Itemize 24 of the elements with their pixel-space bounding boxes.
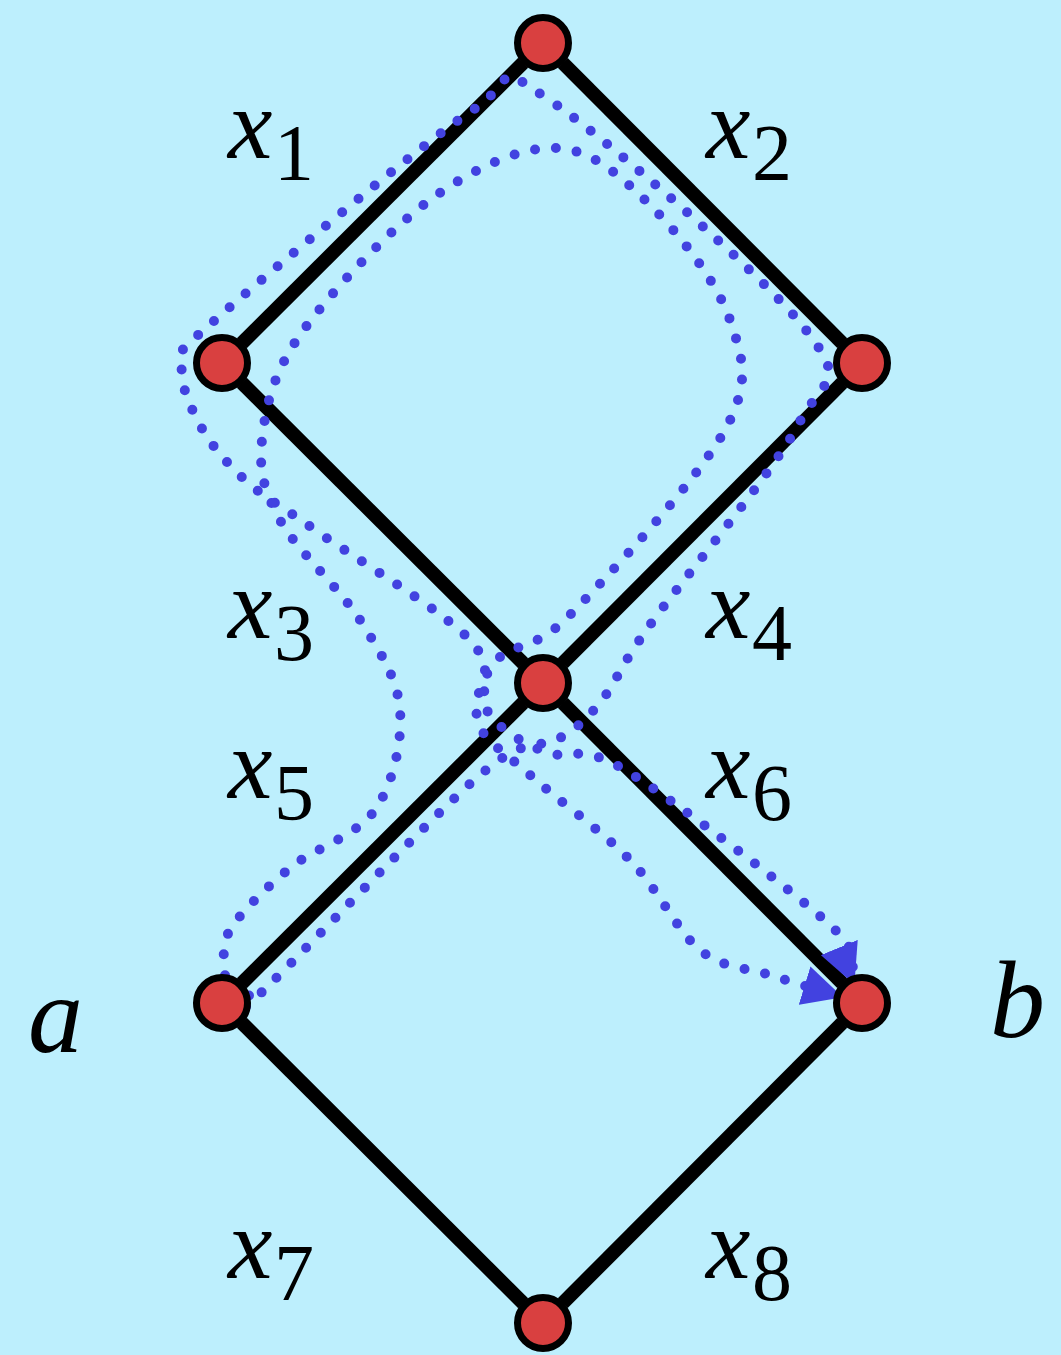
- edge-label: x$_{2}$: [706, 75, 792, 194]
- graph-edge: [236, 57, 529, 349]
- edge-label: x$_{6}$: [706, 715, 792, 834]
- vertex-circle: [833, 334, 891, 392]
- edge-label: x$_{1}$: [228, 75, 314, 194]
- edge-label: x$_{3}$: [228, 555, 314, 674]
- graph-edge: [557, 377, 848, 669]
- graph-edge: [236, 377, 529, 669]
- graph-edge: [236, 1017, 529, 1309]
- vertex-circle: [193, 334, 251, 392]
- edge-label: x$_{5}$: [228, 715, 314, 834]
- vertex-circle: [833, 974, 891, 1032]
- vertex-circle: [514, 14, 572, 72]
- vertex-circle: [514, 1294, 572, 1352]
- graph-edge: [236, 697, 529, 989]
- edge-label: x$_{4}$: [706, 555, 792, 674]
- edge-label: x$_{8}$: [706, 1195, 792, 1314]
- vertex-label: a: [28, 960, 83, 1070]
- edge-label: x$_{7}$: [228, 1195, 314, 1314]
- vertex-label: b: [990, 945, 1045, 1055]
- graph-edge: [557, 697, 848, 989]
- graph-edge: [557, 1017, 848, 1309]
- vertex-circle: [193, 974, 251, 1032]
- graph-edge: [557, 57, 848, 349]
